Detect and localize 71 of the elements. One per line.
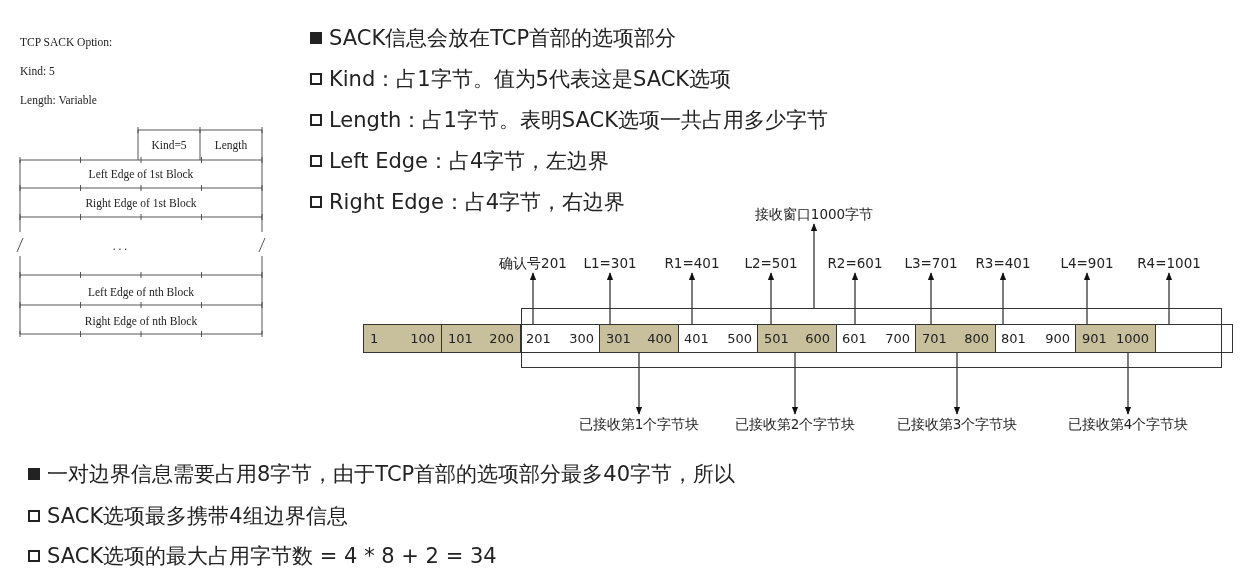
- receive-window-frame: [521, 308, 1222, 368]
- segment-number: 301: [606, 331, 631, 346]
- bullet-text: Length：占1字节。表明SACK选项一共占用多少字节: [329, 107, 828, 134]
- annotation-label: 已接收第1个字节块: [569, 415, 709, 433]
- segment-number: 600: [805, 331, 830, 346]
- received-byte-segment: [915, 324, 996, 353]
- arrow: [953, 352, 961, 415]
- received-byte-segment: [599, 324, 679, 353]
- bullet-text: Left Edge：占4字节，左边界: [329, 148, 610, 175]
- segment-number: 100: [410, 331, 435, 346]
- arrow: [927, 272, 935, 325]
- arrow: [791, 352, 799, 415]
- option-text: TCP SACK Option:: [20, 35, 113, 50]
- arrow: [767, 272, 775, 325]
- arrow: [999, 272, 1007, 325]
- segment-number: 101: [448, 331, 473, 346]
- arrow: [688, 272, 696, 325]
- annotation-label: R1=401: [652, 254, 732, 272]
- arrow: [1083, 272, 1091, 325]
- arrow: [1165, 272, 1173, 325]
- segment-number: 800: [964, 331, 989, 346]
- segment-number: 801: [1001, 331, 1026, 346]
- received-byte-segment: [1075, 324, 1156, 353]
- segment-number: 601: [842, 331, 867, 346]
- arrow: [606, 272, 614, 325]
- segment-number: 701: [922, 331, 947, 346]
- arrow: [529, 272, 537, 325]
- annotation-label: 已接收第3个字节块: [887, 415, 1027, 433]
- segment-number: 401: [684, 331, 709, 346]
- table-field-text: Right Edge of 1st Block: [84, 196, 198, 211]
- segment-number: 501: [764, 331, 789, 346]
- arrow: [1124, 352, 1132, 415]
- received-byte-segment: [757, 324, 837, 353]
- table-field-text: . . .: [111, 239, 129, 254]
- table-field-text: Left Edge of 1st Block: [87, 167, 195, 182]
- arrow: [810, 223, 818, 309]
- segment-number: 700: [885, 331, 910, 346]
- annotation-label: R4=1001: [1129, 254, 1209, 272]
- annotation-label: L1=301: [570, 254, 650, 272]
- segment-number: 500: [727, 331, 752, 346]
- segment-number: 901: [1082, 331, 1107, 346]
- bullet-text: 一对边界信息需要占用8字节，由于TCP首部的选项部分最多40字节，所以: [47, 461, 735, 488]
- annotation-label: L2=501: [731, 254, 811, 272]
- table-field-text: Left Edge of nth Block: [87, 285, 195, 300]
- segment-number: 201: [526, 331, 551, 346]
- segment-number: 1: [370, 331, 379, 346]
- arrow: [851, 272, 859, 325]
- annotation-label: 已接收第4个字节块: [1058, 415, 1198, 433]
- annotation-label: 接收窗口1000字节: [753, 205, 875, 223]
- bullet-text: Right Edge：占4字节，右边界: [329, 189, 626, 216]
- bullet-text: SACK选项最多携带4组边界信息: [47, 503, 348, 530]
- received-byte-segment: [363, 324, 442, 353]
- byte-segment: [1155, 324, 1233, 353]
- received-byte-segment: [441, 324, 521, 353]
- segment-number: 300: [569, 331, 594, 346]
- bullet-text: SACK选项的最大占用字节数 = 4 * 8 + 2 = 34: [47, 543, 497, 570]
- annotation-label: 确认号201: [493, 254, 573, 272]
- table-field-text: Length: [213, 138, 249, 153]
- segment-number: 400: [647, 331, 672, 346]
- annotation-label: L4=901: [1047, 254, 1127, 272]
- segment-number: 200: [489, 331, 514, 346]
- segment-number: 1000: [1115, 331, 1149, 346]
- option-text: Kind: 5: [20, 64, 55, 79]
- table-field-text: Right Edge of nth Block: [83, 314, 199, 329]
- arrow: [635, 352, 643, 415]
- bullet-text: SACK信息会放在TCP首部的选项部分: [329, 25, 677, 52]
- annotation-label: 已接收第2个字节块: [725, 415, 865, 433]
- segment-number: 900: [1045, 331, 1070, 346]
- table-field-text: Kind=5: [150, 138, 188, 153]
- bullet-text: Kind：占1字节。值为5代表这是SACK选项: [329, 66, 732, 93]
- option-text: Length: Variable: [20, 93, 97, 108]
